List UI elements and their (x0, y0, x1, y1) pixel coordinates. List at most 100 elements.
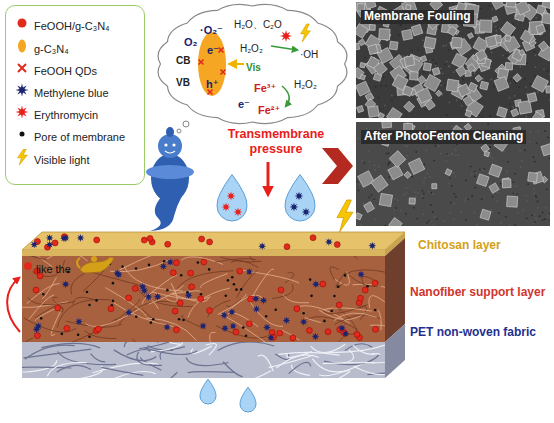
sem-noise (538, 130, 540, 132)
sem-noise (489, 146, 491, 148)
catalyst-dot (189, 284, 195, 290)
sem-noise (465, 180, 467, 182)
catalyst-dot (172, 308, 178, 314)
nanofiber (344, 270, 385, 275)
text-holder: g-C₃N₄ (34, 39, 69, 57)
sem-noise (360, 224, 362, 226)
sem-noise (405, 145, 407, 147)
methylene-star (325, 238, 333, 246)
sem-noise (394, 209, 396, 211)
pet-fiber (206, 343, 217, 355)
sem-noise (514, 95, 516, 97)
species-label: H₂O、C₂O (234, 19, 282, 31)
sem-noise (544, 92, 546, 94)
pet-fiber (101, 367, 143, 375)
pet-fiber (311, 344, 346, 352)
crystal (364, 202, 375, 213)
cloud-shape (158, 4, 347, 123)
ellipse-icon (18, 40, 26, 53)
methylene-star (253, 305, 261, 313)
crystal (475, 75, 482, 82)
methylene-star (62, 280, 70, 288)
crystal (485, 36, 497, 48)
catalyst-dot (126, 295, 132, 301)
methylene-star (229, 322, 237, 330)
crystal (357, 106, 364, 113)
sem-noise (374, 218, 376, 220)
crystal (364, 2, 376, 9)
methylene-star (312, 280, 320, 288)
species-label: Fe²⁺ (258, 104, 280, 117)
sem-noise (441, 94, 443, 96)
catalyst-dot (336, 302, 342, 308)
catalyst-dot (334, 242, 340, 248)
methylene-star (163, 323, 171, 331)
text-holder: Visible light (34, 150, 89, 168)
note-label: like the (36, 263, 71, 276)
sem-noise (547, 137, 549, 139)
sem-noise (453, 72, 455, 74)
pore (61, 333, 64, 336)
sem-noise (461, 105, 463, 107)
catalyst-dot (34, 333, 40, 339)
sem-noise (359, 184, 361, 186)
sem-noise (429, 225, 431, 226)
layer-label: PET non-woven fabric (410, 326, 536, 340)
text-holder: H₂O₂ (240, 38, 263, 56)
text-holder: ·OH (300, 44, 318, 62)
pore (224, 294, 227, 297)
sem-noise (530, 131, 532, 133)
sem-noise (510, 78, 512, 80)
sem-noise (424, 177, 426, 179)
drops-and-light (200, 175, 353, 413)
star-icon (16, 106, 29, 119)
sem-noise (432, 211, 434, 213)
catalyst-dot (207, 308, 213, 314)
nanofiber (305, 317, 321, 322)
methylene-star (295, 192, 304, 201)
nanofiber (177, 271, 233, 288)
crystal (519, 49, 525, 55)
crystal (424, 37, 436, 49)
sem-noise (417, 192, 419, 194)
catalyst-dot (188, 270, 194, 276)
crystal (477, 174, 490, 187)
sem-noise (533, 188, 535, 190)
nanofiber (46, 256, 88, 261)
label-holder: like the (36, 259, 71, 277)
catalyst-dot (108, 306, 114, 312)
pet-fiber (22, 367, 71, 369)
sem-noise (526, 93, 528, 95)
crystal (389, 151, 406, 168)
crystal (359, 39, 366, 46)
sem-noise (526, 218, 528, 220)
crystal (356, 24, 368, 39)
sem-noise (386, 27, 388, 29)
nanofiber (28, 297, 75, 304)
image-title: After PhotoFenton Cleaning (361, 130, 526, 144)
sem-noise (503, 150, 505, 152)
sem-noise (482, 169, 484, 171)
feooh-qd (221, 70, 226, 75)
sem-noise (524, 149, 526, 151)
legend-text: Erythromycin (34, 109, 98, 122)
sem-noise (407, 146, 409, 148)
sem-noise (414, 191, 416, 193)
sem-noise (362, 160, 364, 162)
pet-fiber (47, 363, 86, 377)
sem-noise (500, 183, 502, 185)
methylene-star (283, 317, 291, 325)
sem-noise (533, 156, 535, 158)
sem-noise (429, 220, 431, 222)
sem-noise (516, 193, 518, 195)
crystal (489, 164, 502, 177)
sem-noise (456, 100, 458, 102)
nanofiber (220, 314, 265, 342)
crystal (528, 172, 538, 182)
pore (344, 274, 347, 277)
sem-noise (356, 181, 358, 183)
sem-noise (465, 198, 467, 200)
nanofiber (85, 331, 117, 339)
crystal (368, 106, 380, 118)
